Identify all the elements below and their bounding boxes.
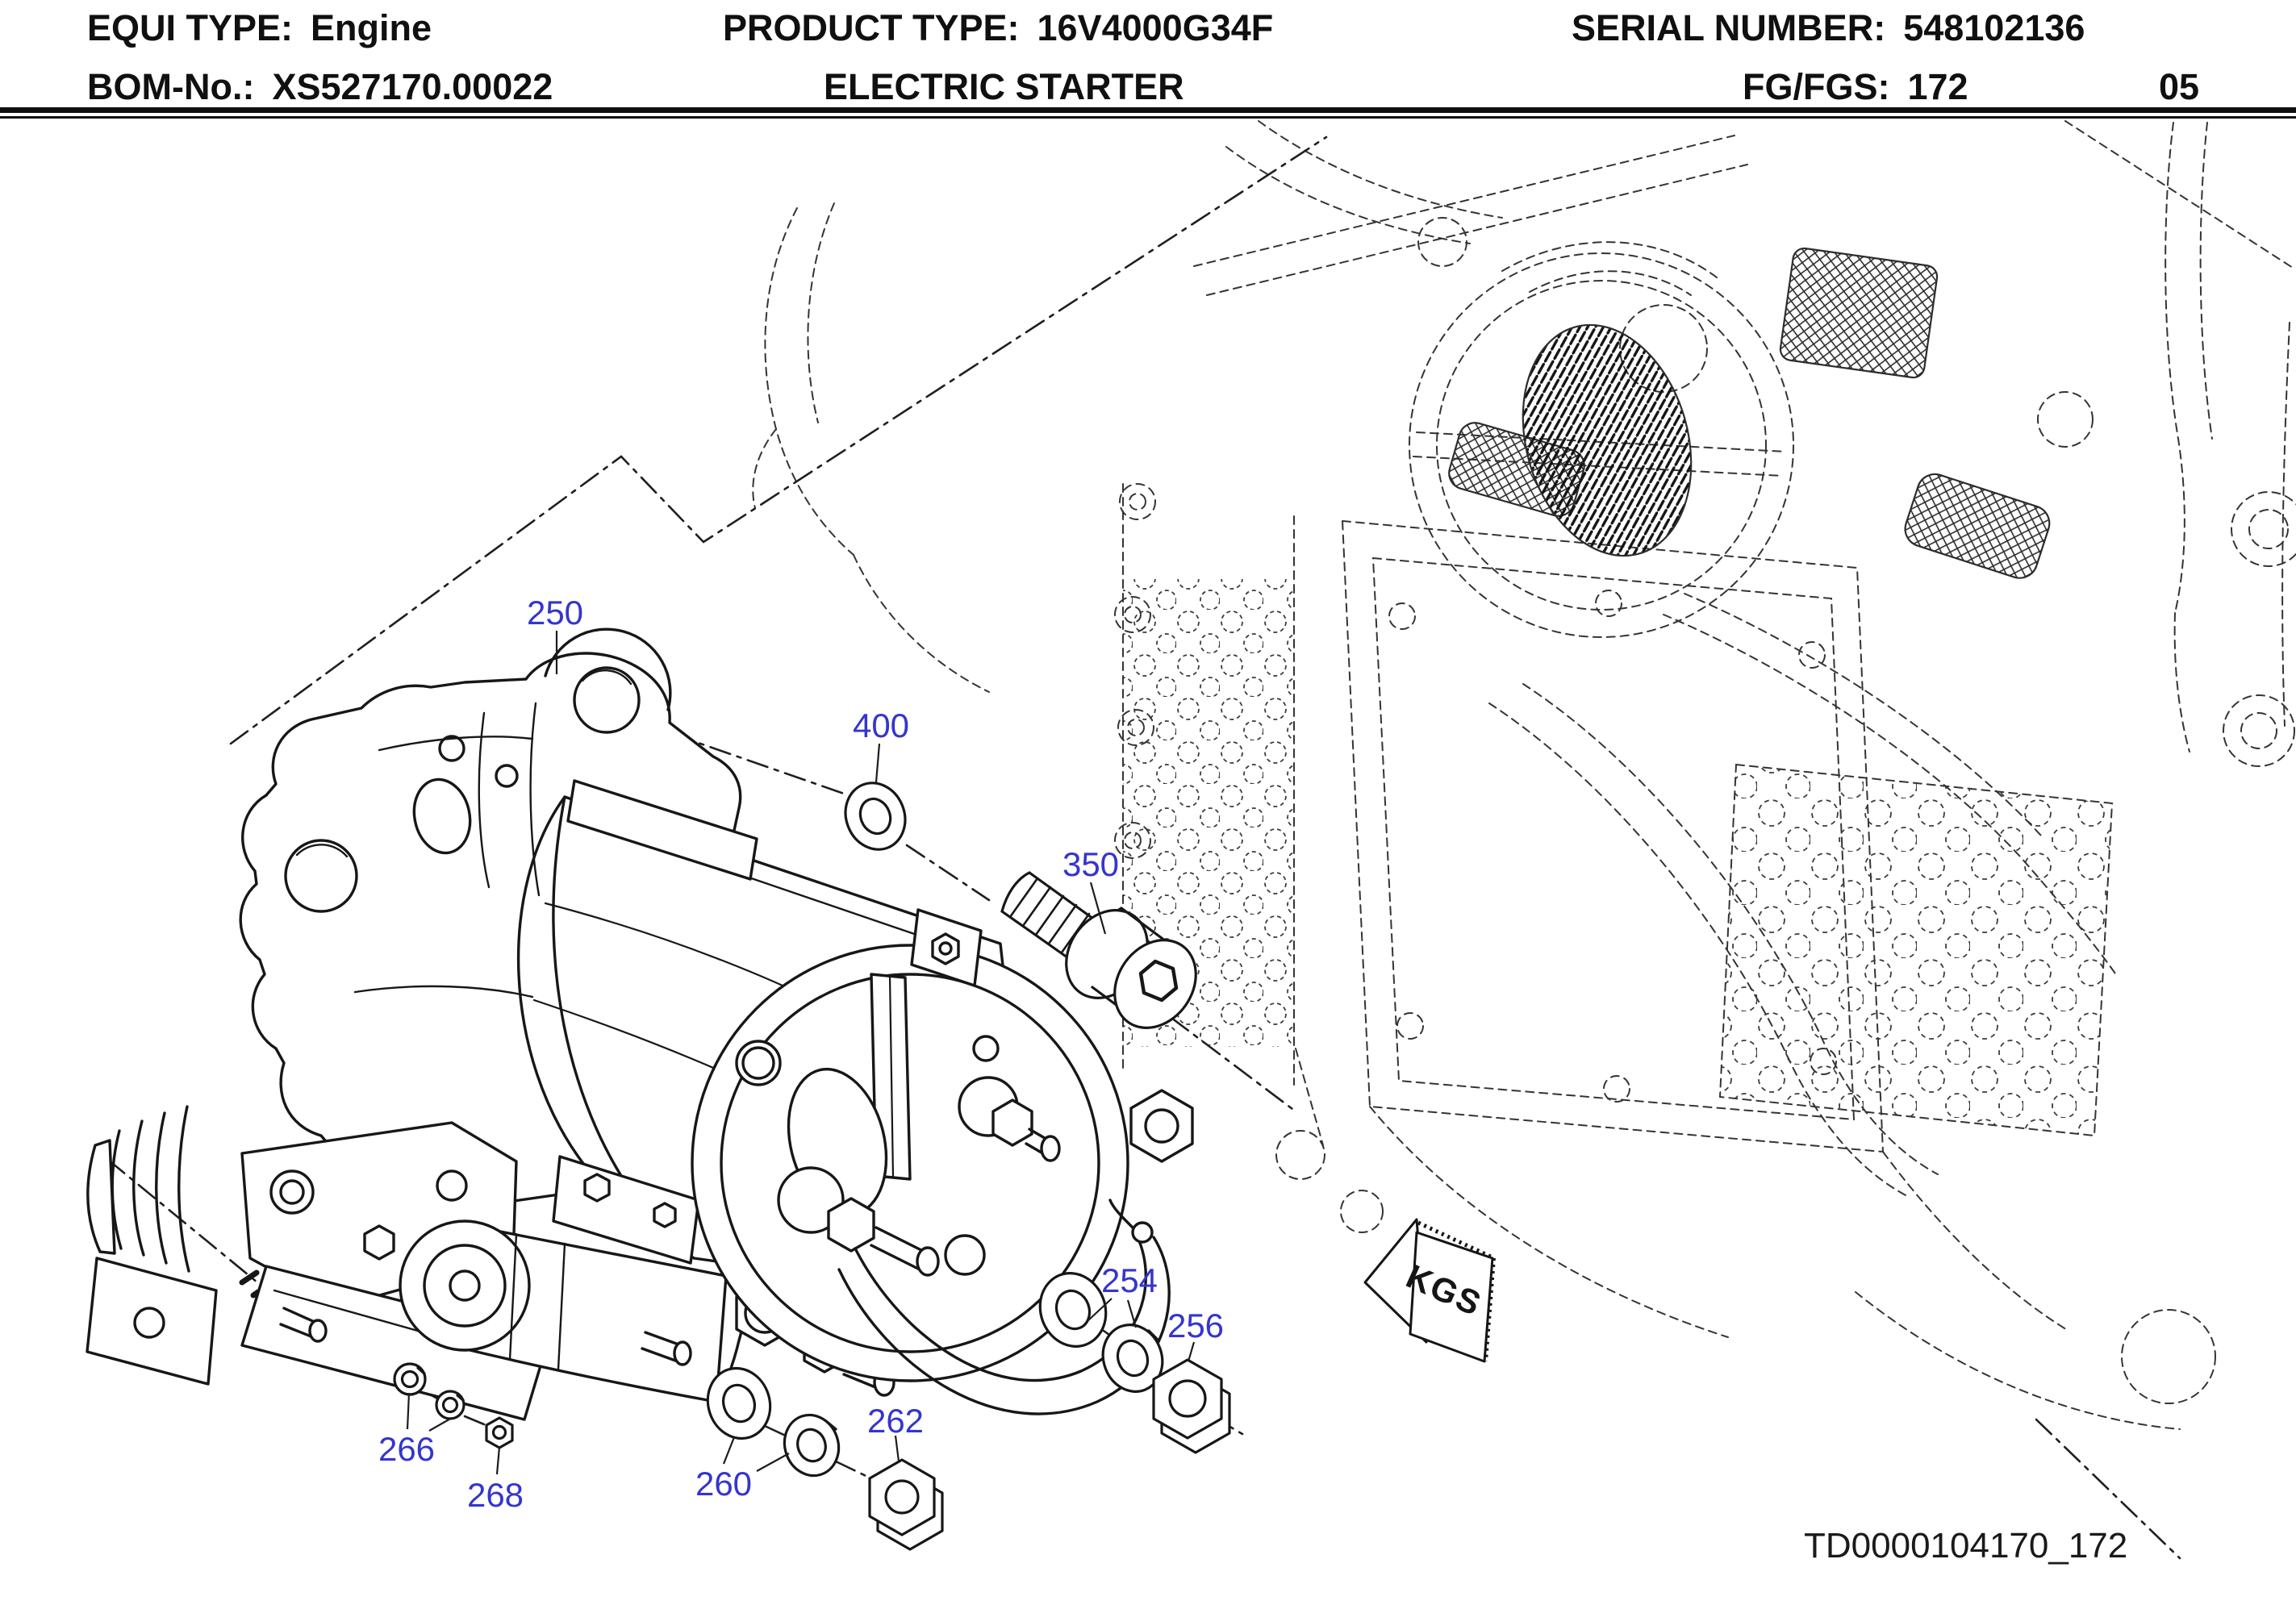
fg-fgs-label: FG/FGS:: [1743, 66, 1890, 107]
callout-part-400: 400: [852, 707, 910, 744]
page-title: ELECTRIC STARTER: [824, 69, 1184, 105]
callout-part-268: 268: [466, 1476, 524, 1514]
callout-part-254: 254: [1100, 1261, 1158, 1299]
kgs-plate: [1409, 1231, 1494, 1363]
spring-washer-266b: [435, 1390, 465, 1420]
drawing-number: TD0000104170_172: [1804, 1526, 2128, 1565]
nut-256: [1152, 1358, 1231, 1454]
washer-400: [844, 782, 907, 851]
nut-268: [485, 1416, 514, 1449]
callout-part-262: 262: [866, 1402, 925, 1440]
engine-block-drawing: [752, 120, 2296, 1430]
callout-part-256: 256: [1167, 1307, 1225, 1344]
header-rule-thick: [0, 107, 2296, 113]
callout-part-260: 260: [695, 1465, 753, 1503]
drive-end-housing: [86, 1105, 305, 1386]
starter-motor-drawing: [86, 627, 1194, 1421]
sheet-number: 05: [2159, 66, 2200, 107]
product-type-label: PRODUCT TYPE:: [723, 7, 1020, 48]
product-type-value: 16V4000G34F: [1037, 7, 1274, 48]
header-rule-thin: [0, 116, 2296, 119]
fg-fgs: FG/FGS: 172: [1743, 69, 1968, 105]
serial-number: SERIAL NUMBER: 548102136: [1572, 10, 2085, 46]
engine-fittings: [1448, 247, 2051, 579]
callout-part-350: 350: [1062, 845, 1120, 883]
product-type: PRODUCT TYPE: 16V4000G34F: [723, 10, 1273, 46]
callout-leaders: [406, 631, 1196, 1475]
spring-washer-260: [783, 1413, 841, 1478]
callout-part-266: 266: [378, 1430, 436, 1468]
solenoid: [399, 1155, 895, 1403]
bom-no: BOM-No.: XS527170.00022: [87, 69, 553, 105]
serial-number-value: 548102136: [1903, 7, 2085, 48]
nut-262: [868, 1458, 944, 1551]
bom-no-label: BOM-No.:: [87, 66, 255, 107]
equi-type: EQUI TYPE: Engine: [87, 10, 432, 46]
equi-type-value: Engine: [311, 7, 432, 48]
end-cap: [691, 908, 1194, 1415]
spring-washer-266a: [393, 1362, 427, 1396]
kgs-weight-symbol: [1363, 1218, 1496, 1363]
callout-part-250: 250: [526, 594, 584, 632]
product-name: ELECTRIC STARTER: [824, 66, 1184, 107]
serial-number-label: SERIAL NUMBER:: [1572, 7, 1886, 48]
washer-260: [706, 1366, 772, 1440]
equi-type-label: EQUI TYPE:: [87, 7, 294, 48]
washer-254: [1038, 1272, 1108, 1348]
fg-fgs-value: 172: [1907, 66, 1968, 107]
hardware-parts: [393, 782, 1231, 1551]
spring-washer-254: [1101, 1324, 1164, 1393]
bom-no-value: XS527170.00022: [272, 66, 553, 107]
bolt-350: [1000, 871, 1197, 1029]
